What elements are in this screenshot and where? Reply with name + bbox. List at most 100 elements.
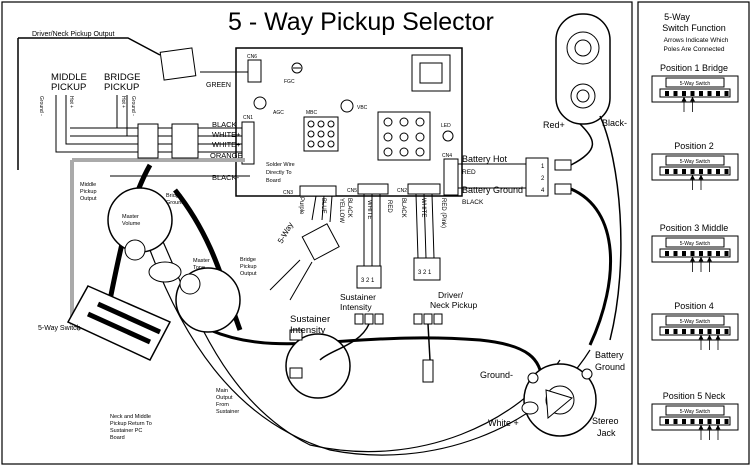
- black-cn2-label: BLACK: [400, 198, 406, 218]
- switch-pole: [707, 419, 712, 424]
- white-plus-label-1: WHITE+: [212, 130, 241, 139]
- agc-label: AGC: [273, 110, 284, 116]
- master-volume-label-1: Master: [122, 214, 139, 220]
- ground-minus-label: Ground-: [480, 370, 513, 380]
- solder-note-1: Solder Wire: [266, 162, 295, 168]
- svg-text:2: 2: [541, 176, 545, 182]
- yellow-label: YELLOW: [338, 198, 344, 223]
- position-label: Position 5 Neck: [663, 391, 726, 401]
- main-output-label-2: Output: [216, 395, 233, 401]
- pc-board: CN6 FGC AGC MBC VBC LED C: [235, 47, 463, 197]
- switch-pole: [682, 169, 686, 174]
- main-output-label-4: Sustainer: [216, 409, 239, 415]
- svg-text:1: 1: [541, 164, 545, 170]
- bridge-output-label-1: Bridge: [240, 257, 256, 263]
- stereo-jack-label-1: Stereo: [592, 416, 619, 426]
- switch-label: 5-Way Switch: [680, 319, 711, 325]
- switch-pole: [716, 329, 720, 334]
- switch-pole: [665, 169, 669, 174]
- switch-pole: [682, 91, 686, 96]
- switch-pole: [707, 169, 712, 174]
- return-label-2: Pickup Return To: [110, 421, 152, 427]
- switch-pole: [673, 91, 678, 96]
- solder-note-2: Directly To: [266, 170, 292, 176]
- switch-pole: [716, 251, 720, 256]
- sidebar-title-1: 5-Way: [664, 12, 690, 22]
- middle-pickup-label-1: MIDDLE: [51, 72, 87, 83]
- blue-label: BLUE: [320, 198, 326, 214]
- orange-label: ORANGE: [210, 151, 243, 160]
- switch-pole: [682, 419, 686, 424]
- master-volume-pot: [107, 187, 173, 261]
- driver-neck-connector: 3 2 1: [413, 257, 443, 325]
- sustainer-intensity-pot: [285, 329, 351, 399]
- white-plus-label-2: WHITE+: [212, 140, 241, 149]
- position-label: Position 2: [674, 141, 714, 151]
- switch-label: 5-Way Switch: [680, 241, 711, 247]
- stereo-jack: [521, 363, 597, 437]
- solder-note-3: Board: [266, 178, 281, 184]
- switch-pole: [699, 169, 703, 174]
- switch-pole: [690, 329, 695, 334]
- switch-label: 5-Way Switch: [680, 159, 711, 165]
- vbc-label: VBC: [357, 105, 368, 111]
- white-plus-jack-label: White +: [488, 418, 519, 428]
- driver-neck-pickup-label-2: Neck Pickup: [430, 300, 478, 310]
- middle-output-label-2: Pickup: [80, 189, 97, 195]
- switch-label-box: [665, 77, 725, 88]
- sidebar-frame: [637, 1, 750, 465]
- return-label-4: Board: [110, 435, 125, 441]
- cn3-label: CN3: [283, 190, 293, 196]
- switch-pole: [682, 329, 686, 334]
- five-way-switch-body: [66, 285, 172, 361]
- switch-pole: [699, 91, 703, 96]
- bridge-ground-label-2: Ground: [166, 200, 184, 206]
- return-label-1: Neck and Middle: [110, 414, 151, 420]
- switch-pole: [690, 419, 695, 424]
- main-frame: [1, 1, 633, 465]
- driver-plug: [422, 359, 434, 383]
- fgc-label: FGC: [284, 79, 295, 85]
- master-tone-pot: [175, 267, 241, 333]
- white-cn5-label: WHITE: [366, 200, 372, 219]
- main-output-label-3: From: [216, 402, 229, 408]
- middle-pickup-label-2: PICKUP: [51, 82, 86, 93]
- switch-label-box: [665, 155, 725, 166]
- five-way-connector: [301, 223, 340, 261]
- five-way-connector-label: 5-Way: [276, 221, 295, 245]
- switch-pole: [716, 169, 720, 174]
- battery-ground-label: Battery Ground: [462, 185, 523, 195]
- black-dash-label: BLACK-: [212, 173, 240, 182]
- middle-hot-label: Hot +: [68, 96, 74, 108]
- switch-contacts: [659, 416, 731, 426]
- switch-pole: [665, 91, 669, 96]
- switch-label-box: [665, 315, 725, 326]
- middle-ground-label: Ground -: [38, 96, 44, 116]
- cn2-label: CN2: [397, 188, 407, 194]
- black-label: BLACK: [212, 120, 237, 129]
- capacitor: [148, 261, 182, 283]
- switch-label: 5-Way Switch: [680, 81, 711, 87]
- sustainer-intensity-connector: 3 2 1: [354, 265, 384, 325]
- battery-hot-label: Battery Hot: [462, 154, 508, 164]
- five-way-switch-label: 5-Way Switch: [38, 325, 81, 332]
- sidebar-subtitle-2: Poles Are Connected: [663, 46, 724, 53]
- switch-pole: [699, 329, 703, 334]
- switch-pole: [665, 251, 669, 256]
- switch-pole: [724, 251, 729, 256]
- bridge-output-label-2: Pickup: [240, 264, 257, 270]
- black-cn5-label: BLACK: [346, 198, 352, 218]
- battery-ground-jack-label-1: Battery: [595, 350, 624, 360]
- purple-label: Purple: [298, 197, 304, 215]
- svg-text:4: 4: [541, 188, 545, 194]
- sidebar-subtitle-1: Arrows Indicate Which: [664, 37, 729, 44]
- switch-label-box: [665, 405, 725, 416]
- switch-pole: [724, 91, 729, 96]
- cn5-label: CN5: [347, 188, 357, 194]
- switch-pole: [707, 91, 712, 96]
- black-minus-label: Black-: [602, 118, 627, 128]
- black-batt-label: BLACK: [462, 199, 484, 206]
- battery-connector: 1 2 4: [525, 157, 572, 197]
